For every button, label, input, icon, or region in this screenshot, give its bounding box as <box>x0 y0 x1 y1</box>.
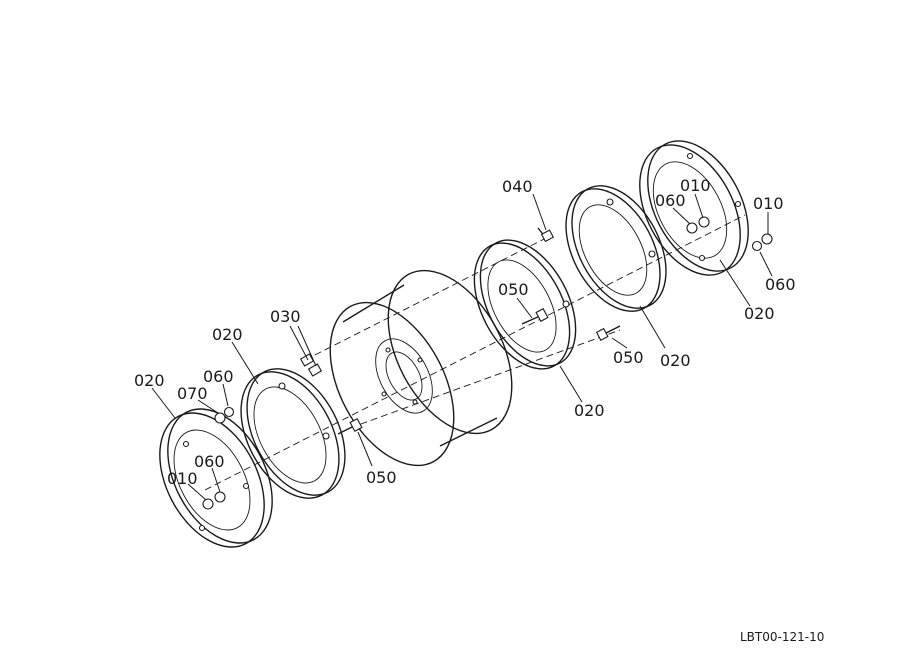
callout-060-right: 060 <box>765 275 796 294</box>
callout-020-far-right: 020 <box>744 304 775 323</box>
callout-040: 040 <box>502 177 533 196</box>
callout-010-top: 010 <box>680 176 711 195</box>
nut-washer-lower-left <box>202 491 226 510</box>
callout-020-center-ring: 020 <box>574 401 605 420</box>
callout-050-mid-right: 050 <box>613 348 644 367</box>
assembly-axis <box>204 214 746 491</box>
callout-060-lower: 060 <box>194 452 225 471</box>
ring-left <box>240 368 346 499</box>
callout-010-lower: 010 <box>167 469 198 488</box>
bolt-mid-right <box>595 325 621 342</box>
ring-right <box>565 185 667 312</box>
callout-050-upper: 050 <box>498 280 529 299</box>
bolt-top <box>537 227 555 243</box>
bolt-lower <box>337 417 363 435</box>
ring-center <box>473 239 577 370</box>
callout-050-lower: 050 <box>366 468 397 487</box>
callout-030: 030 <box>270 307 301 326</box>
callout-060-top: 060 <box>655 191 686 210</box>
wheel-drum <box>329 269 513 467</box>
bolt-upper <box>521 307 549 325</box>
nut-washer-left <box>214 406 235 424</box>
callout-010-right: 010 <box>753 194 784 213</box>
leader-lines <box>151 193 773 501</box>
bolt-axis-lower <box>349 329 621 429</box>
callout-020-mid-right: 020 <box>660 351 691 370</box>
outer-disc-right <box>639 140 749 276</box>
callout-020-far-left: 020 <box>134 371 165 390</box>
clip-pair <box>299 353 323 377</box>
callout-060-left: 060 <box>203 367 234 386</box>
callout-020-left-ring: 020 <box>212 325 243 344</box>
diagram-code: LBT00-121-10 <box>740 630 824 644</box>
nut-washer-right <box>751 233 773 252</box>
nut-washer-top <box>686 216 710 234</box>
outer-disc-left <box>159 408 273 548</box>
callout-070: 070 <box>177 384 208 403</box>
bolt-axis-upper <box>304 234 553 361</box>
